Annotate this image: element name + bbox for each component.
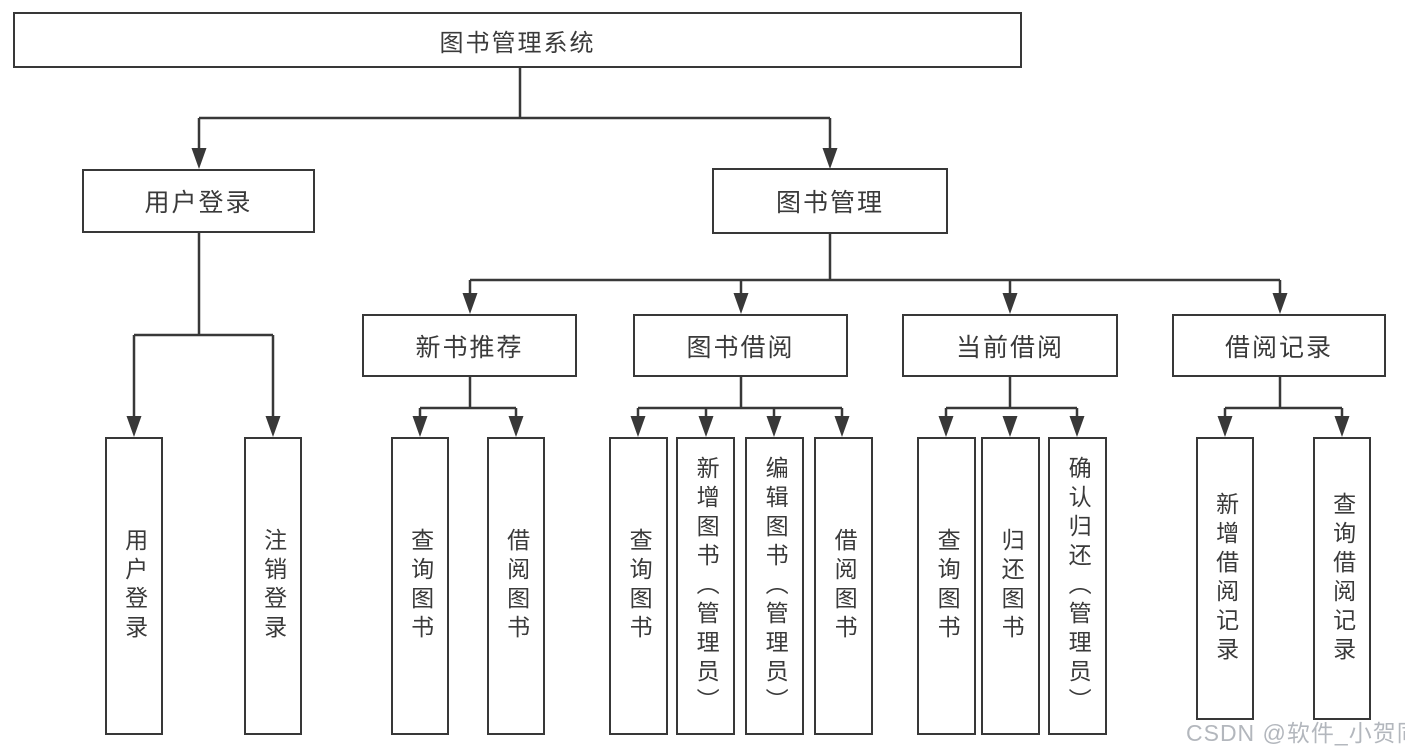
node-borrowing-records: 借阅记录 (1172, 314, 1386, 377)
node-book-management: 图书管理 (712, 168, 948, 234)
leaf-label: 借阅图书 (831, 528, 858, 644)
leaf-confirm-return-admin: 确认归还（管理员） (1048, 437, 1107, 735)
leaf-label: 查询图书 (407, 528, 434, 644)
node-label: 新书推荐 (415, 333, 524, 362)
node-user-login: 用户登录 (82, 169, 315, 233)
leaf-logout: 注销登录 (244, 437, 302, 735)
leaf-user-login: 用户登录 (105, 437, 163, 735)
leaf-query-books-borrowing: 查询图书 (609, 437, 668, 735)
leaf-label: 借阅图书 (503, 528, 530, 644)
leaf-label: 注销登录 (260, 528, 287, 644)
node-label: 图书管理系统 (439, 29, 596, 57)
leaf-query-books-current: 查询图书 (917, 437, 976, 735)
leaf-add-book-admin: 新增图书（管理员） (676, 437, 735, 735)
leaf-label: 编辑图书（管理员） (762, 455, 789, 717)
node-label: 图书管理 (775, 189, 884, 217)
leaf-borrow-books-borrowing: 借阅图书 (814, 437, 873, 735)
node-label: 用户登录 (144, 189, 253, 217)
leaf-borrow-books-recommend: 借阅图书 (487, 437, 545, 735)
leaf-label: 新增图书（管理员） (693, 455, 720, 717)
leaf-label: 归还图书 (998, 528, 1025, 644)
leaf-label: 用户登录 (121, 528, 148, 644)
leaf-label: 查询图书 (626, 528, 653, 644)
leaf-label: 查询图书 (934, 528, 961, 644)
node-label: 当前借阅 (955, 333, 1064, 362)
leaf-label: 确认归还（管理员） (1065, 455, 1092, 717)
leaf-label: 新增借阅记录 (1212, 491, 1239, 666)
leaf-edit-book-admin: 编辑图书（管理员） (745, 437, 804, 735)
node-new-book-recommend: 新书推荐 (362, 314, 577, 377)
leaf-query-books-recommend: 查询图书 (391, 437, 449, 735)
node-label: 图书借阅 (686, 333, 795, 362)
leaf-label: 查询借阅记录 (1329, 491, 1356, 666)
leaf-query-borrow-record: 查询借阅记录 (1313, 437, 1371, 720)
connector-segments (132, 68, 1344, 420)
leaf-add-borrow-record: 新增借阅记录 (1196, 437, 1254, 720)
csdn-watermark: CSDN @软件_小贺同学 (1186, 720, 1405, 746)
node-library-management-system: 图书管理系统 (13, 12, 1022, 68)
node-current-borrowing: 当前借阅 (902, 314, 1118, 377)
leaf-return-book: 归还图书 (981, 437, 1040, 735)
node-label: 借阅记录 (1224, 333, 1333, 362)
node-book-borrowing: 图书借阅 (633, 314, 848, 377)
